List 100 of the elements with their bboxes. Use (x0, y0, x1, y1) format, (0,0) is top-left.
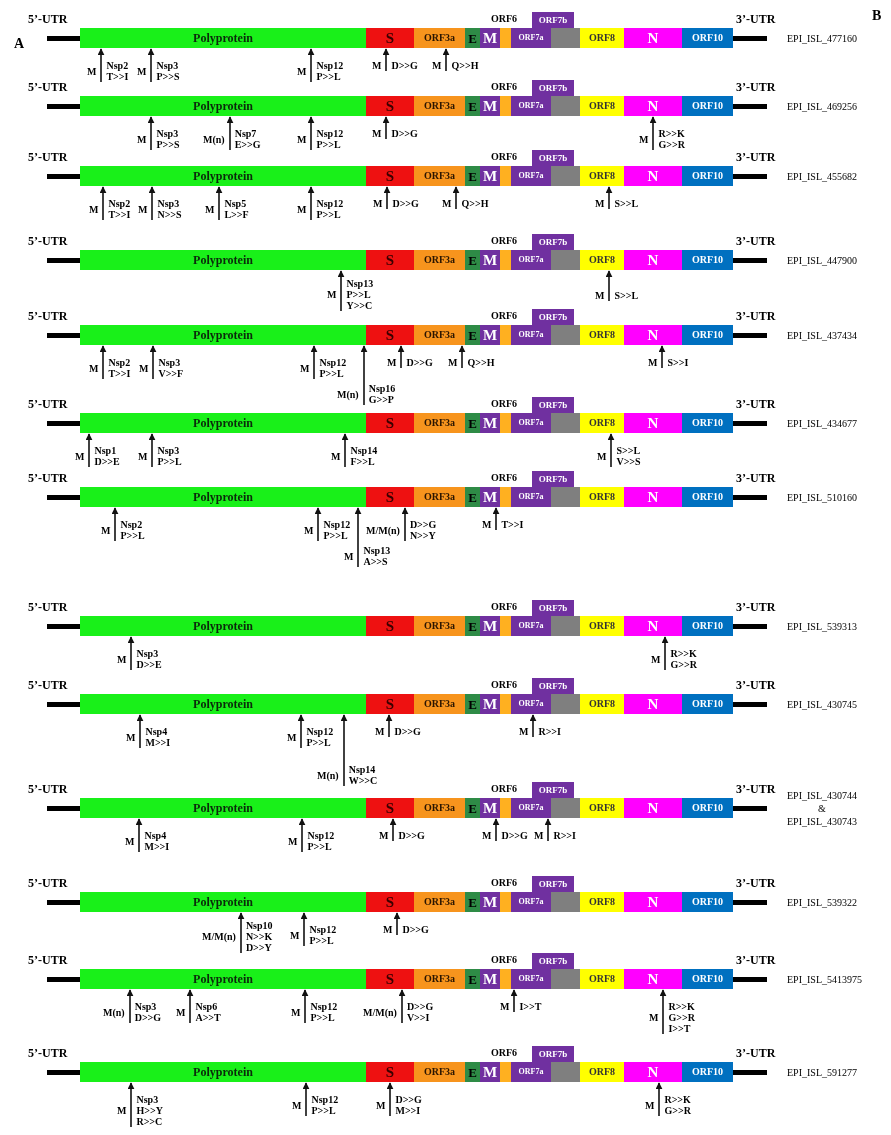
mutation-arrow (382, 48, 390, 72)
utr-label: 5’-UTR (28, 12, 68, 26)
gene-block: ORF8 (580, 487, 624, 507)
gene-block: M (480, 798, 500, 818)
gene-block: N (624, 616, 682, 636)
mutation-label: R>>K G>>R (658, 128, 685, 150)
gene-block: S (366, 616, 414, 636)
gene-block: S (366, 166, 414, 186)
mutation-label: Nsp2 P>>L (120, 519, 145, 541)
gene-block: S (366, 413, 414, 433)
mutation-label: S>>L (614, 290, 639, 301)
gene-block: ORF7b (532, 80, 574, 96)
mutation-arrow (237, 912, 245, 954)
gene-block: E (465, 1062, 480, 1082)
gene-block: M (480, 413, 500, 433)
mutation-arrow (147, 48, 155, 83)
gene-block (500, 798, 511, 818)
gene-block: ORF3a (414, 798, 465, 818)
mutation-label: Q>>H (451, 60, 479, 71)
gene-block: N (624, 325, 682, 345)
panel-label: B (872, 8, 882, 24)
gene-block: ORF10 (682, 616, 733, 636)
mutation-label: S>>I (667, 357, 689, 368)
gene-block: ORF7a (511, 487, 551, 507)
gene-block: Polyprotein (80, 1062, 366, 1082)
mutation-label: Nsp2 T>>I (106, 60, 129, 82)
mutation-label: D>>G V>>I (406, 1001, 434, 1023)
mutation-arrow (314, 507, 322, 542)
gene-block: ORF7a (511, 250, 551, 270)
gene-block: ORF10 (682, 166, 733, 186)
mutation-arrow (397, 345, 405, 369)
mutation-type-label: M (205, 203, 215, 215)
sample-id: EPI_ISL_539313 (787, 619, 857, 633)
mutation-label: R>>K G>>R (670, 648, 697, 670)
mutation-type-label: M (101, 524, 111, 536)
gene-block: ORF8 (580, 1062, 624, 1082)
utr-label: 3’-UTR (736, 397, 776, 411)
gene-block: ORF7b (532, 953, 574, 969)
gene-block: ORF8 (580, 969, 624, 989)
gene-block (500, 969, 511, 989)
gene-block: M (480, 250, 500, 270)
gene-block: S (366, 892, 414, 912)
mutation-type-label: M (291, 1006, 301, 1018)
utr-label: 3’-UTR (736, 782, 776, 796)
gene-block (551, 28, 580, 48)
mutation-label: Nsp3 D>>G (134, 1001, 162, 1023)
mutation-label: Nsp4 M>>I (145, 726, 171, 748)
mutation-label: D>>G M>>I (395, 1094, 422, 1116)
sample-id: EPI_ISL_5413975 (787, 972, 862, 986)
utr-label: 3’-UTR (736, 471, 776, 485)
sample-id: EPI_ISL_434677 (787, 416, 857, 430)
mutation-type-label: M(n) (317, 769, 339, 781)
gene-label: ORF6 (491, 783, 518, 795)
gene-block: ORF10 (682, 1062, 733, 1082)
mutation-arrow (307, 48, 315, 83)
gene-block: ORF10 (682, 28, 733, 48)
mutation-arrow (360, 345, 368, 406)
gene-block: N (624, 798, 682, 818)
gene-block (551, 250, 580, 270)
mutation-arrow (398, 989, 406, 1024)
gene-block: ORF7b (532, 782, 574, 798)
gene-block: ORF3a (414, 413, 465, 433)
gene-block (551, 798, 580, 818)
mutation-type-label: M (297, 65, 307, 77)
gene-block: ORF7a (511, 616, 551, 636)
gene-block: ORF8 (580, 798, 624, 818)
gene-block: E (465, 892, 480, 912)
mutation-type-label: M (344, 550, 354, 562)
mutation-label: Nsp14 F>>L (350, 445, 378, 467)
mutation-arrow (186, 989, 194, 1024)
gene-block (551, 892, 580, 912)
mutation-type-label: M (288, 835, 298, 847)
utr-label: 3’-UTR (736, 678, 776, 692)
sample-id: EPI_ISL_477160 (787, 31, 857, 45)
mutation-arrow (658, 345, 666, 369)
mutation-type-label: M (87, 65, 97, 77)
mutation-type-label: M (117, 653, 127, 665)
utr-label: 3’-UTR (736, 600, 776, 614)
gene-label: ORF6 (491, 310, 518, 322)
gene-block: ORF7a (511, 1062, 551, 1082)
gene-block (551, 96, 580, 116)
gene-label: ORF6 (491, 877, 518, 889)
gene-block: ORF3a (414, 325, 465, 345)
mutation-type-label: M (639, 133, 649, 145)
mutation-arrow (383, 186, 391, 210)
mutation-label: D>>G N>>Y (409, 519, 437, 541)
mutation-type-label: M (372, 128, 382, 139)
gene-block: ORF3a (414, 28, 465, 48)
gene-block: S (366, 96, 414, 116)
mutation-type-label: M (500, 1001, 510, 1012)
gene-block: ORF7b (532, 309, 574, 325)
gene-label: ORF6 (491, 472, 518, 484)
gene-block: ORF7b (532, 397, 574, 413)
gene-block (500, 325, 511, 345)
mutation-label: Nsp2 T>>I (108, 198, 131, 220)
mutation-arrow (99, 186, 107, 221)
gene-block: S (366, 694, 414, 714)
mutation-arrow (661, 636, 669, 671)
gene-block: ORF10 (682, 798, 733, 818)
gene-block: Polyprotein (80, 892, 366, 912)
